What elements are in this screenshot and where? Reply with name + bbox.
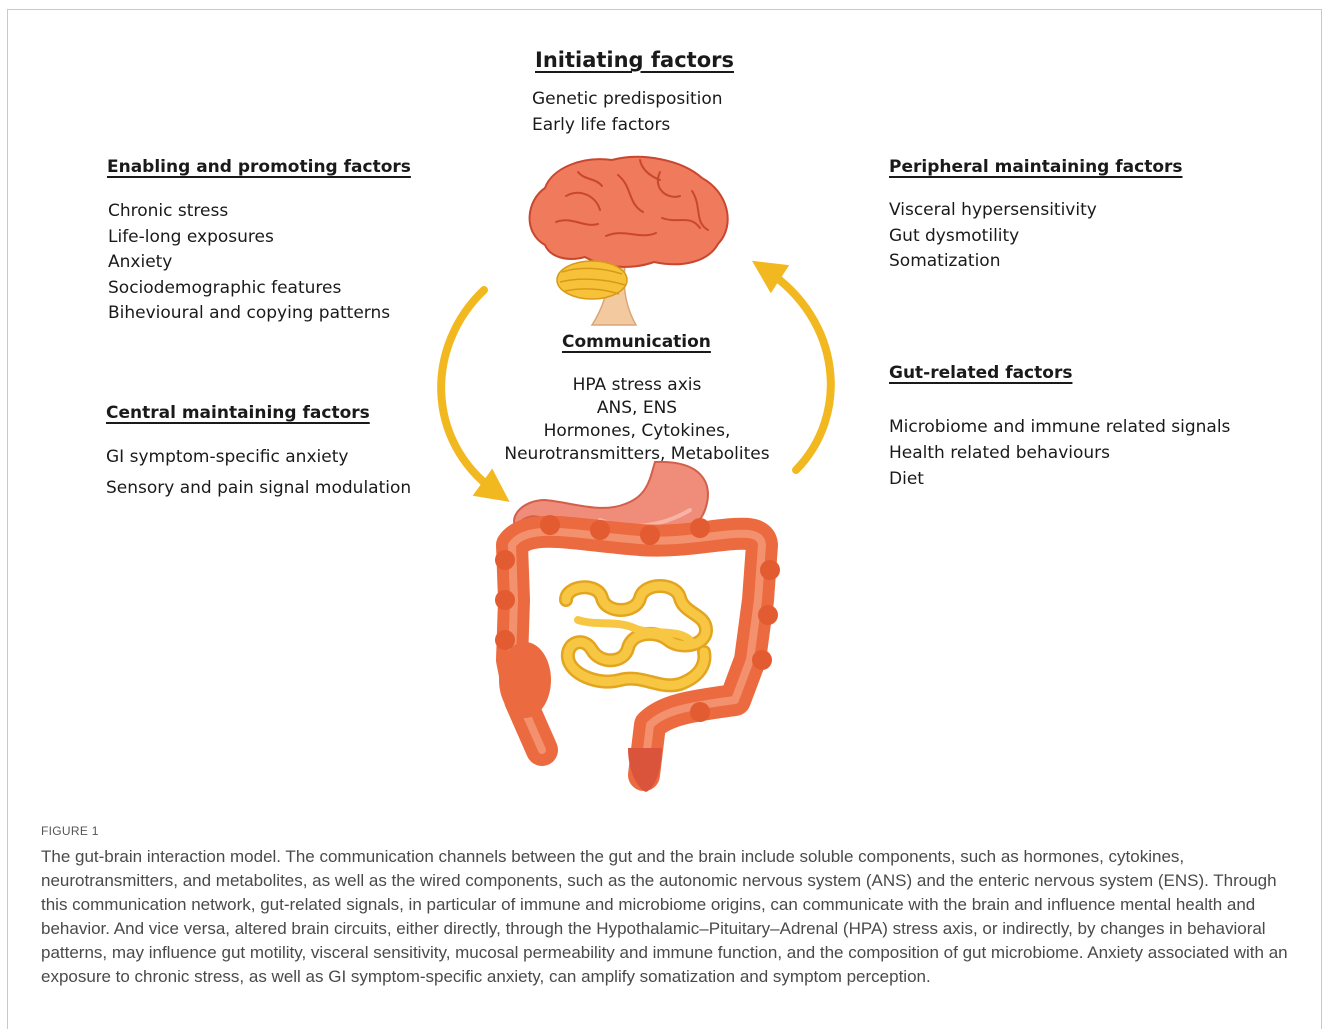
list-item: Early life factors <box>532 113 723 139</box>
digestive-system-icon <box>495 462 780 792</box>
list-item: Neurotransmitters, Metabolites <box>487 443 787 466</box>
figure-caption: The gut-brain interaction model. The com… <box>41 845 1301 989</box>
list-item: Gut dysmotility <box>889 224 1097 250</box>
list-item: Genetic predisposition <box>532 87 723 113</box>
central-factors-list: GI symptom-specific anxiety Sensory and … <box>106 442 411 504</box>
enabling-factors-title: Enabling and promoting factors <box>107 157 411 177</box>
list-item: Health related behaviours <box>889 440 1230 466</box>
list-item: Life-long exposures <box>108 225 390 251</box>
list-item: Visceral hypersensitivity <box>889 198 1097 224</box>
list-item: Anxiety <box>108 250 390 276</box>
enabling-factors-list: Chronic stress Life-long exposures Anxie… <box>108 199 390 327</box>
list-item: HPA stress axis <box>487 374 787 397</box>
list-item: Diet <box>889 466 1230 492</box>
central-factors-title: Central maintaining factors <box>106 403 370 423</box>
peripheral-factors-title: Peripheral maintaining factors <box>889 157 1183 177</box>
list-item: Sensory and pain signal modulation <box>106 473 411 504</box>
initiating-factors-block: Initiating factors <box>535 48 734 72</box>
list-item: Microbiome and immune related signals <box>889 414 1230 440</box>
communication-list: HPA stress axis ANS, ENS Hormones, Cytok… <box>487 374 787 466</box>
list-item: Somatization <box>889 249 1097 275</box>
initiating-factors-list: Genetic predisposition Early life factor… <box>532 87 723 138</box>
peripheral-factors-list: Visceral hypersensitivity Gut dysmotilit… <box>889 198 1097 275</box>
list-item: Chronic stress <box>108 199 390 225</box>
list-item: Sociodemographic features <box>108 276 390 302</box>
initiating-factors-title: Initiating factors <box>535 48 734 72</box>
list-item: ANS, ENS <box>487 397 787 420</box>
gut-brain-figure: Initiating factors Genetic predispositio… <box>0 0 1329 810</box>
gut-related-factors-list: Microbiome and immune related signals He… <box>889 414 1230 492</box>
figure-label: FIGURE 1 <box>41 824 99 838</box>
brain-icon <box>530 157 728 325</box>
list-item: Bihevioural and copying patterns <box>108 301 390 327</box>
gut-related-factors-title: Gut-related factors <box>889 363 1072 383</box>
communication-title: Communication <box>562 332 711 352</box>
list-item: Hormones, Cytokines, <box>487 420 787 443</box>
list-item: GI symptom-specific anxiety <box>106 442 411 473</box>
